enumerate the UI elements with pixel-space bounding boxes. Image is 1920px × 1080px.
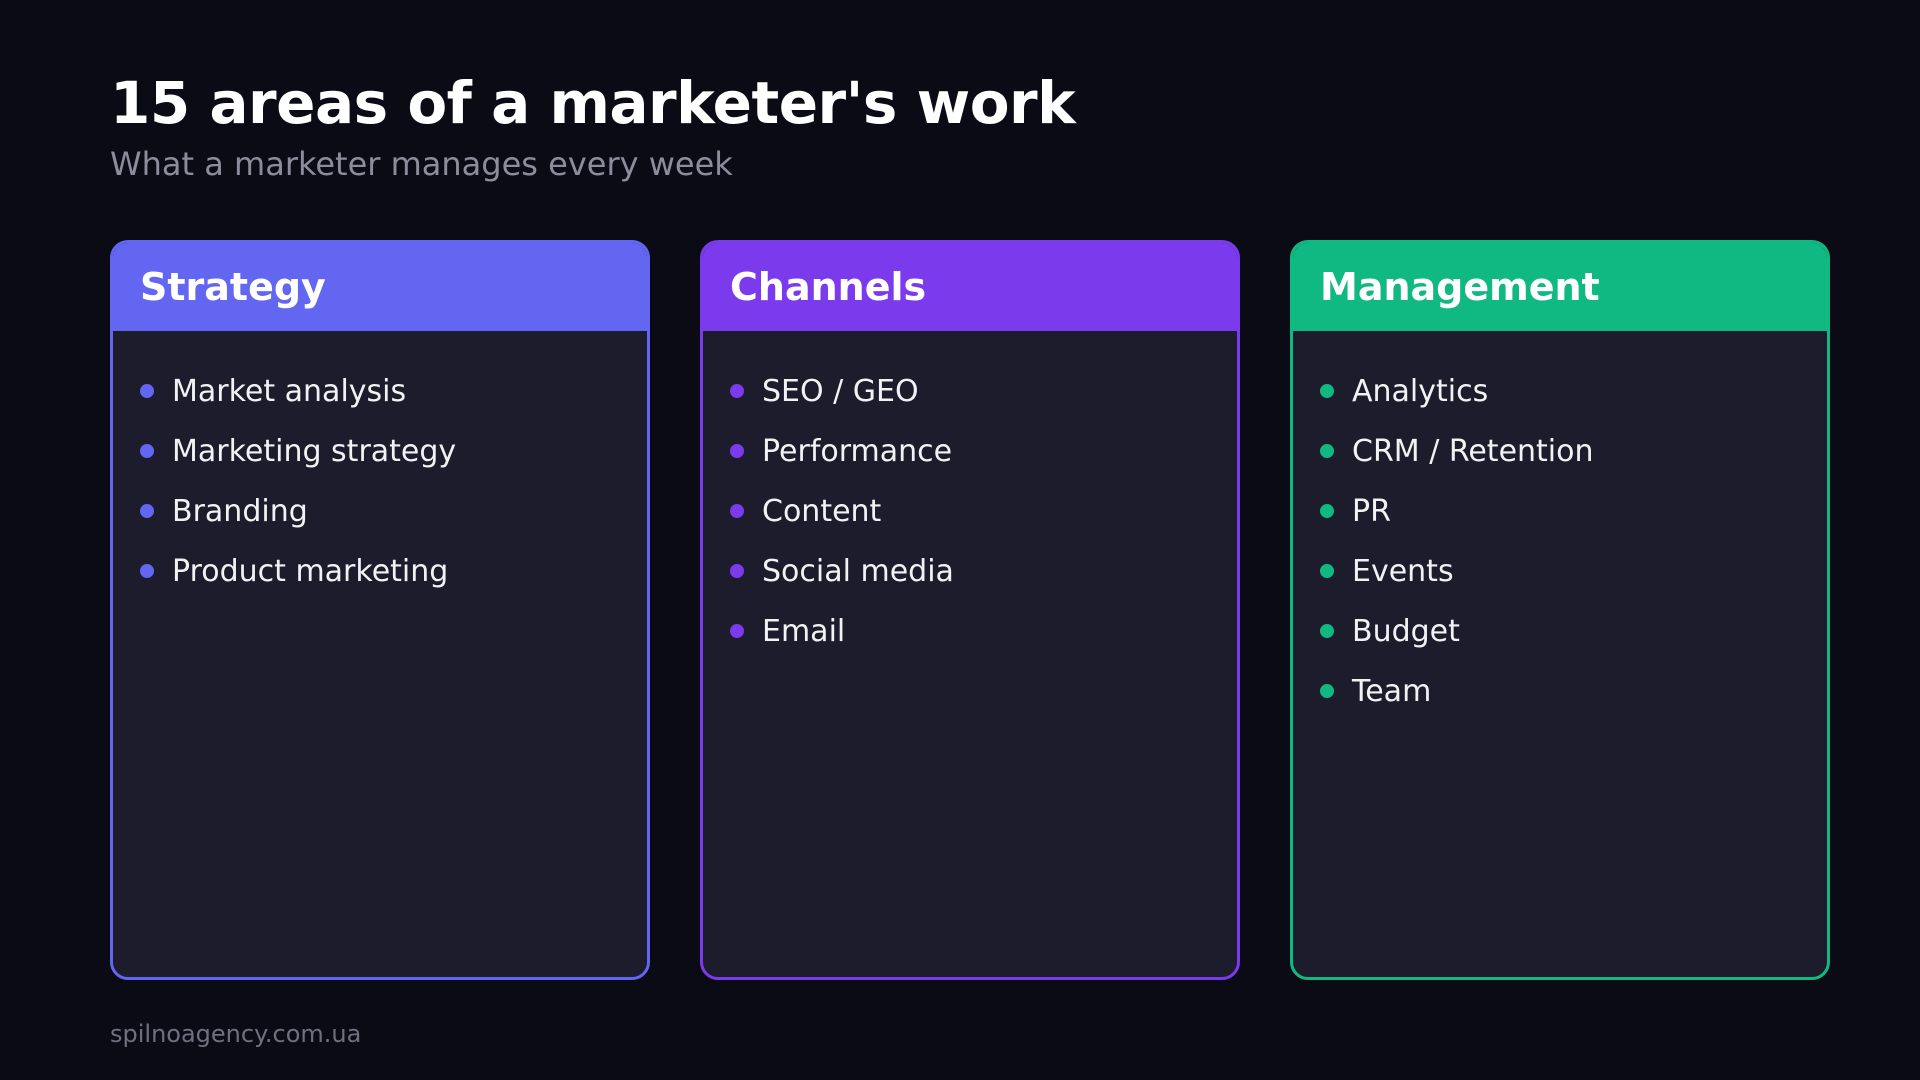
bullet-icon: [1320, 684, 1334, 698]
list-item: Events: [1320, 541, 1827, 601]
footer-url: spilnoagency.com.ua: [110, 1020, 362, 1048]
list-item-label: PR: [1352, 493, 1391, 529]
bullet-icon: [1320, 444, 1334, 458]
list-item-label: SEO / GEO: [762, 373, 919, 409]
bullet-icon: [140, 504, 154, 518]
bullet-icon: [730, 504, 744, 518]
list-item-label: Team: [1352, 673, 1432, 709]
list-item: Team: [1320, 661, 1827, 721]
bullet-icon: [140, 384, 154, 398]
list-item: Marketing strategy: [140, 421, 647, 481]
list-item: Market analysis: [140, 361, 647, 421]
list-item-label: Product marketing: [172, 553, 449, 589]
list-item: Analytics: [1320, 361, 1827, 421]
page-subtitle: What a marketer manages every week: [110, 145, 733, 183]
card-header: Strategy: [113, 243, 647, 331]
bullet-icon: [730, 564, 744, 578]
list-item: Budget: [1320, 601, 1827, 661]
list-item-label: Email: [762, 613, 846, 649]
bullet-icon: [140, 564, 154, 578]
bullet-icon: [730, 624, 744, 638]
list-item-label: Budget: [1352, 613, 1460, 649]
list-item-label: Marketing strategy: [172, 433, 457, 469]
bullet-icon: [730, 444, 744, 458]
list-item-label: Content: [762, 493, 882, 529]
list-item: Social media: [730, 541, 1237, 601]
list-item-label: Branding: [172, 493, 308, 529]
list-item: Branding: [140, 481, 647, 541]
list-item: Product marketing: [140, 541, 647, 601]
list-item: PR: [1320, 481, 1827, 541]
bullet-icon: [730, 384, 744, 398]
bullet-icon: [1320, 624, 1334, 638]
list-item: Content: [730, 481, 1237, 541]
list-item-label: Events: [1352, 553, 1454, 589]
bullet-icon: [1320, 564, 1334, 578]
list-item: CRM / Retention: [1320, 421, 1827, 481]
card-header: Channels: [703, 243, 1237, 331]
list-item-label: Market analysis: [172, 373, 407, 409]
list-item-label: Analytics: [1352, 373, 1489, 409]
list-item-label: CRM / Retention: [1352, 433, 1594, 469]
bullet-icon: [140, 444, 154, 458]
page-title: 15 areas of a marketer's work: [110, 69, 1076, 137]
list-item-label: Social media: [762, 553, 954, 589]
list-item: SEO / GEO: [730, 361, 1237, 421]
list-item-label: Performance: [762, 433, 953, 469]
list-item: Performance: [730, 421, 1237, 481]
list-item: Email: [730, 601, 1237, 661]
card-header: Management: [1293, 243, 1827, 331]
bullet-icon: [1320, 504, 1334, 518]
bullet-icon: [1320, 384, 1334, 398]
